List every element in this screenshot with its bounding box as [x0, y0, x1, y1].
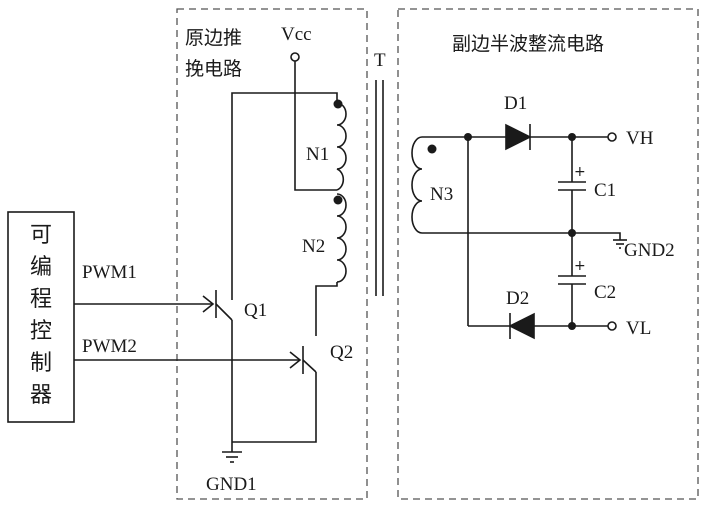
c2-label: C2 — [594, 282, 616, 303]
q1-switch-blade — [215, 303, 233, 321]
vh-terminal — [607, 132, 617, 142]
c2-plus-sign: + — [574, 258, 586, 274]
pwm2-label: PWM2 — [82, 336, 137, 357]
vh-label: VH — [626, 128, 654, 149]
vcc-label: Vcc — [281, 24, 312, 45]
n2-label: N2 — [302, 236, 325, 257]
vl-node-junction — [568, 322, 576, 330]
secondary-title: 副边半波整流电路 — [452, 33, 604, 55]
controller-char-2: 编 — [30, 255, 52, 280]
n3-coil — [411, 136, 423, 234]
vl-label: VL — [626, 318, 651, 339]
q2-drain-wire — [315, 282, 338, 336]
top-node-junction — [464, 133, 472, 141]
d1-label: D1 — [504, 93, 527, 114]
q1-drain-wire — [231, 92, 338, 300]
d2-label: D2 — [506, 288, 529, 309]
controller-char-1: 可 — [30, 223, 52, 248]
n1-coil — [336, 102, 347, 191]
gnd2-label: GND2 — [624, 240, 675, 261]
c1-plus-sign: + — [574, 164, 586, 180]
controller-char-4: 控 — [30, 319, 52, 344]
d1-diode-body — [505, 123, 532, 151]
d2-diode-body — [508, 312, 535, 340]
gnd1-label: GND1 — [206, 474, 257, 495]
primary-title-line1: 原边推 — [185, 27, 242, 49]
q2-source-wire — [232, 372, 317, 443]
controller-char-6: 器 — [30, 383, 52, 408]
center-tap-wire — [294, 61, 337, 191]
q1-label: Q1 — [244, 300, 267, 321]
n3-polarity-dot — [427, 144, 437, 154]
controller-char-3: 程 — [30, 287, 52, 312]
controller-block — [7, 211, 75, 423]
primary-title-line2: 挽电路 — [185, 58, 242, 80]
n2-polarity-dot — [333, 195, 343, 205]
vcc-terminal — [290, 52, 300, 62]
c1-label: C1 — [594, 180, 616, 201]
q2-label: Q2 — [330, 342, 353, 363]
vl-terminal — [607, 321, 617, 331]
n3-label: N3 — [430, 184, 453, 205]
n1-label: N1 — [306, 144, 329, 165]
n1-polarity-dot — [333, 99, 343, 109]
n2-coil — [336, 193, 347, 283]
q2-switch-blade — [302, 359, 317, 373]
primary-push-pull-region — [176, 8, 368, 500]
controller-char-5: 制 — [30, 351, 52, 376]
transformer-label: T — [374, 50, 386, 71]
pwm2-arrow — [289, 351, 302, 369]
pwm1-arrow — [202, 295, 215, 313]
secondary-rectifier-region — [397, 8, 699, 500]
gnd2-wire — [572, 232, 621, 240]
pwm1-label: PWM1 — [82, 262, 137, 283]
